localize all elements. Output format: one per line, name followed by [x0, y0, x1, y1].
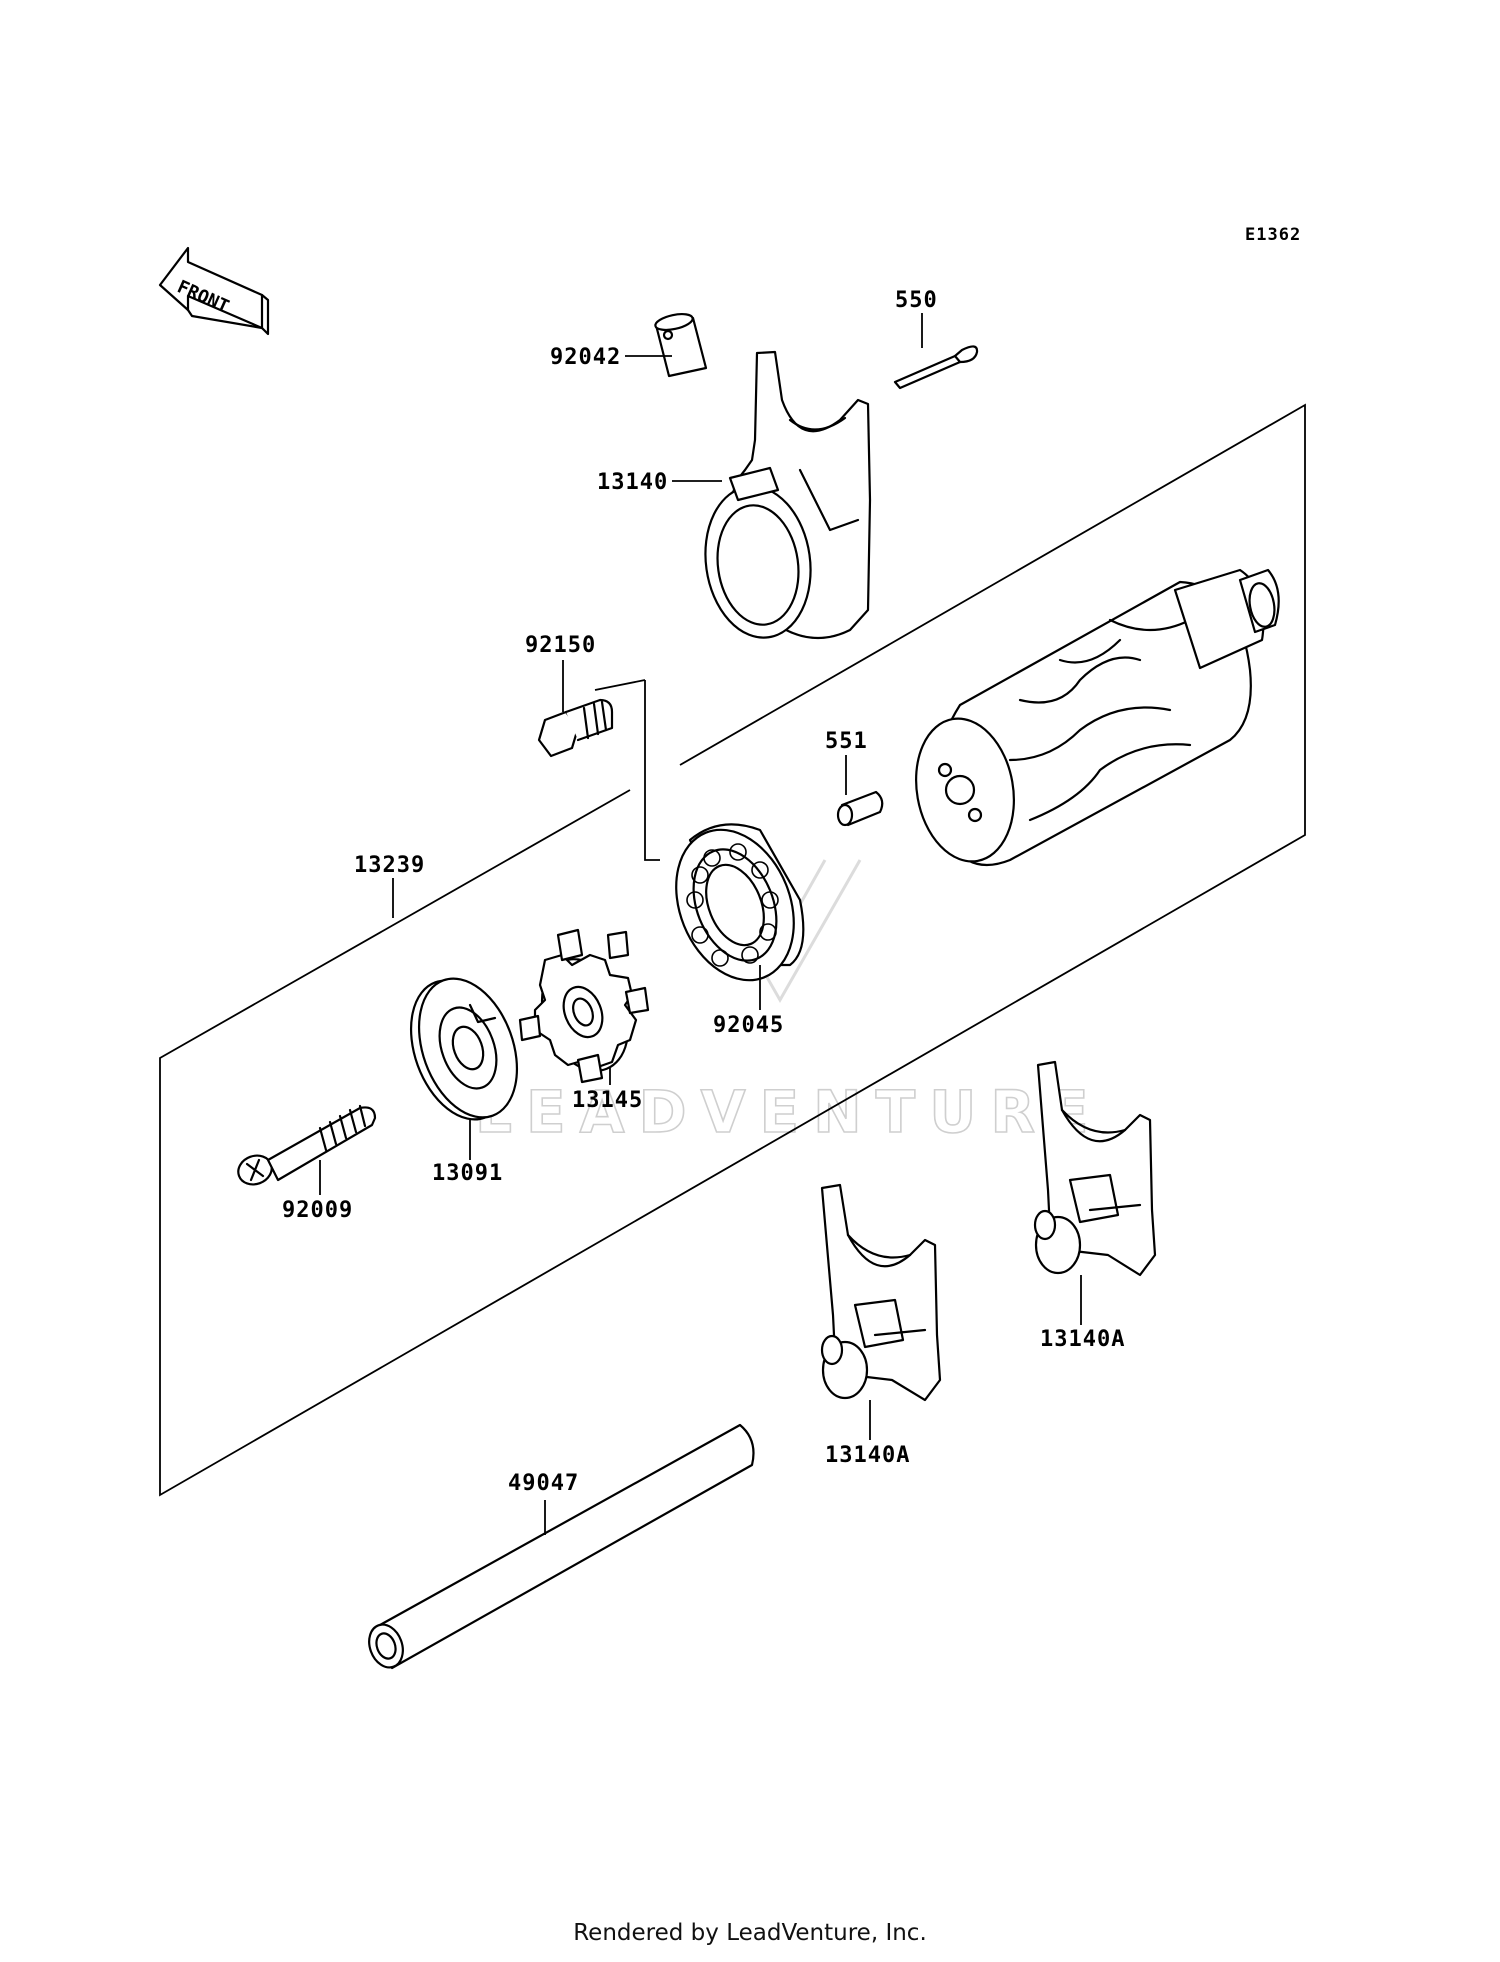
part-13145-pin-plate [518, 928, 650, 1084]
label-92009: 92009 [282, 1198, 353, 1223]
footer-credit: Rendered by LeadVenture, Inc. [573, 1920, 927, 1946]
part-92009-screw [237, 1104, 377, 1186]
diagram-code: E1362 [1245, 225, 1301, 245]
label-13091: 13091 [432, 1161, 503, 1186]
part-551-pin [836, 790, 884, 827]
assembly-frame [159, 403, 1306, 1497]
leader-lines [319, 313, 1082, 1535]
label-92042: 92042 [550, 345, 621, 370]
label-13140A-middle: 13140A [825, 1443, 910, 1468]
watermark-text: LEADVENTURE [475, 1078, 1103, 1146]
label-49047: 49047 [508, 1471, 579, 1496]
label-551: 551 [825, 729, 868, 754]
part-13091-holder [409, 977, 519, 1121]
label-13140: 13140 [597, 470, 668, 495]
label-92150: 92150 [525, 633, 596, 658]
label-13140A-right: 13140A [1040, 1327, 1125, 1352]
front-arrow-icon: FRONT [158, 246, 270, 336]
label-550: 550 [895, 288, 938, 313]
part-13140-shift-fork [704, 350, 872, 640]
part-49047-shaft [368, 1423, 755, 1670]
watermark: LEADVENTURE [474, 859, 1103, 1147]
part-92150-bolt [537, 698, 614, 758]
part-13140A-shift-fork-middle [820, 1183, 942, 1402]
label-13239: 13239 [354, 853, 425, 878]
part-550-cotter-pin [893, 345, 979, 390]
part-92042-dowel [654, 312, 708, 378]
label-13145: 13145 [572, 1088, 643, 1113]
label-92045: 92045 [713, 1013, 784, 1038]
part-13140A-shift-fork-right [1033, 1060, 1157, 1277]
part-shift-drum [915, 568, 1280, 867]
part-92045-bearing [675, 823, 805, 982]
